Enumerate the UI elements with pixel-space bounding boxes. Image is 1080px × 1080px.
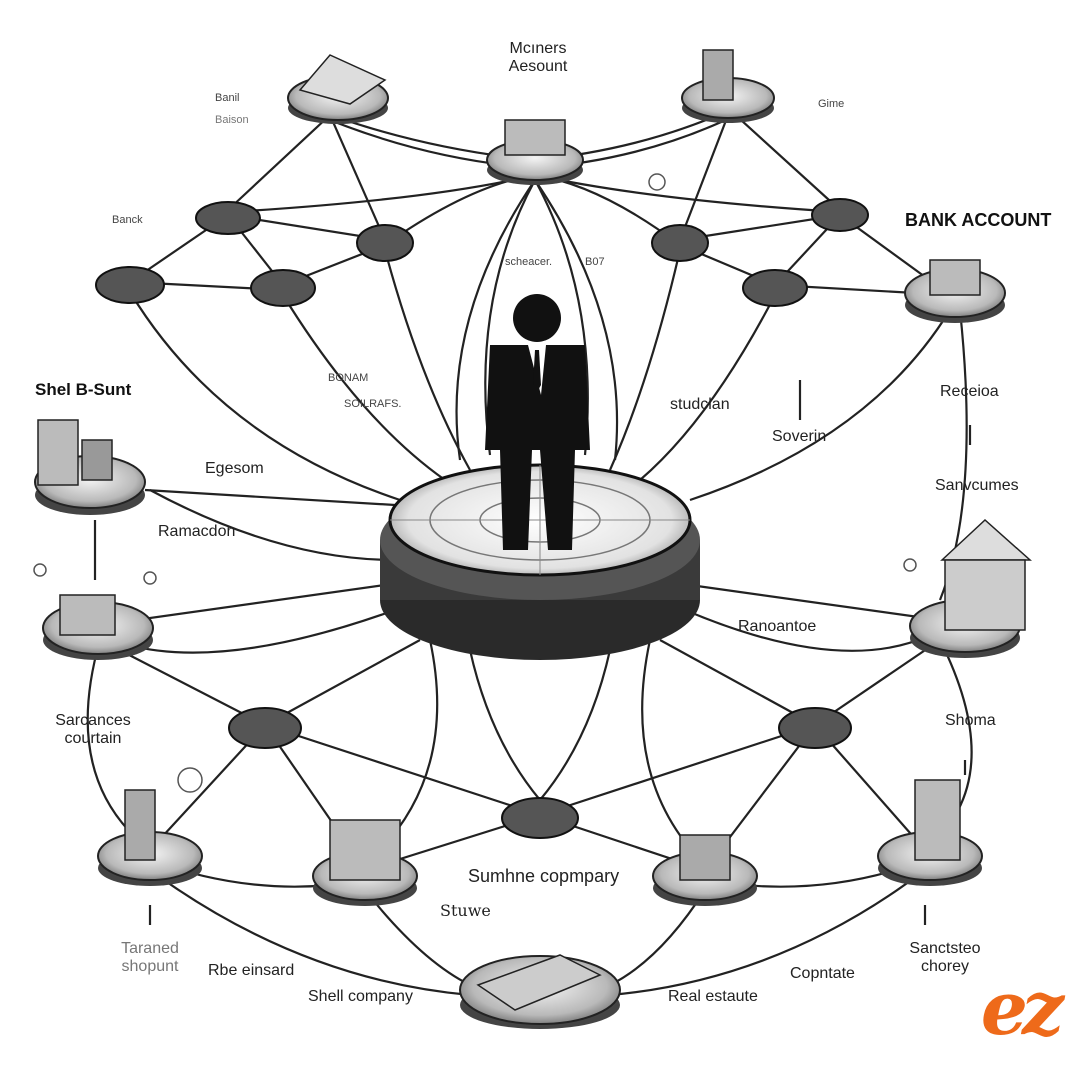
currency-symbol-icon [33,173,917,793]
label-scheacer: scheacer. [505,256,553,268]
node-top-right [681,49,775,123]
banknotes-icon [929,259,981,296]
label-taraned: Taraned shopunt [121,940,179,976]
building-icon [59,594,116,636]
bank-building-icon [940,518,1032,561]
label-b07: B07 [585,256,605,268]
label-sarcances: Sarcances courtain [55,712,131,748]
label-ramacdon: Ramacdon [158,523,236,540]
cash-pile-icon [329,819,401,881]
central-hub [380,463,700,660]
building-icon [37,419,79,486]
coin-stack-icon [702,49,734,101]
book-stack-icon [124,789,156,861]
cash-stack-icon [504,119,566,156]
small-nodes [95,198,869,839]
label-sanvcumes: Sanvcumes [935,477,1019,494]
label-soilrafs: SOILRAFS. [344,398,402,410]
label-shell-bsunt: Shel B-Sunt [35,380,132,399]
node-right-mid [909,518,1032,658]
node-shell-bsunt [34,419,146,515]
label-rbe-einsard: Rbe einsard [208,962,295,979]
node-shell-company-left [312,819,418,906]
documents-icon [298,54,387,105]
node-bank-account [904,259,1006,323]
label-top-right: Gime [818,98,845,110]
label-soverin: Soverin [772,428,827,445]
node-bottom-center [459,954,621,1029]
ez-logo: ez [980,966,1064,1052]
satellite-nodes [34,49,1032,1029]
node-left-mid [42,594,154,660]
node-top-left [287,54,389,124]
banknotes-icon [476,954,602,1011]
label-top-left-a: Banil [215,92,240,104]
cash-pile-icon [679,834,731,881]
label-banck: Banck [112,214,143,226]
label-top-left-b: Baison [215,114,249,126]
node-bottom-left [97,789,203,886]
label-stuwe: Stuwe [440,901,491,920]
label-receioa: Receioa [940,383,999,400]
label-top-center: Mcıners Aesount [508,40,568,76]
node-top-center [486,119,584,185]
node-bottom-right [877,779,983,886]
label-sumhne-company: Sumhne copmpary [468,866,620,886]
label-real-estate: Real estaute [668,988,758,1005]
label-sanctsteo: Sanctsteo chorey [909,940,981,976]
person-in-suit-icon [485,294,590,550]
label-copntate: Copntate [790,965,855,982]
label-studclan: studclan [670,396,730,413]
label-egesom: Egesom [205,460,264,477]
label-ranoantoe: Ranoantoe [738,618,817,635]
label-shell-company: Shell company [308,988,413,1005]
book-stack-icon [914,779,961,861]
label-bonam: BONAM [328,372,369,384]
node-real-estate-right [652,834,758,906]
label-bank-account: BANK ACCOUNT [905,210,1052,230]
label-shoma: Shoma [945,712,996,729]
